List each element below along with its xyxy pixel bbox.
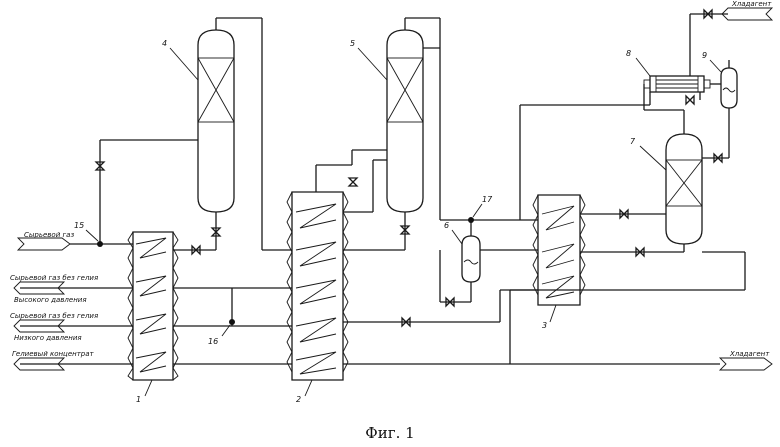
label-helium-concentrate: Гелиевый концентрат [12, 350, 95, 358]
node-15 [97, 241, 103, 247]
distillation-column-4 [198, 30, 234, 212]
label-helium-free-lp-line2: Низкого давления [14, 334, 82, 342]
label-feed-gas: Сырьевой газ [24, 231, 74, 239]
label-helium-free-hp-line2: Высокого давления [14, 296, 87, 304]
callout-16: 16 [208, 337, 218, 346]
stream-feed-gas: Сырьевой газ [18, 231, 74, 250]
stream-helium-free-lp: Сырьевой газ без гелия Низкого давления [10, 312, 98, 342]
callout-5: 5 [350, 39, 355, 48]
callout-1: 1 [136, 395, 141, 404]
stream-helium-free-hp: Сырьевой газ без гелия Высокого давления [10, 274, 98, 304]
callout-9: 9 [702, 51, 707, 60]
callout-8: 8 [626, 49, 631, 58]
heat-exchanger-3 [533, 195, 585, 305]
node-17 [468, 217, 474, 223]
label-helium-free-lp-line1: Сырьевой газ без гелия [10, 312, 98, 320]
callout-2: 2 [296, 395, 301, 404]
callout-7: 7 [630, 137, 636, 146]
callout-3: 3 [542, 321, 547, 330]
heat-exchanger-1 [128, 232, 178, 380]
distillation-column-7 [666, 134, 702, 244]
callout-17: 17 [482, 195, 493, 204]
distillation-column-5 [387, 30, 423, 212]
stream-refrigerant-bottom: Хладагент [720, 350, 772, 370]
label-refrigerant-top: Хладагент [731, 0, 772, 8]
separator-6 [462, 236, 480, 282]
callout-4: 4 [162, 39, 167, 48]
condenser-8 [644, 76, 710, 92]
figure-caption: Фиг. 1 [365, 424, 414, 442]
node-16 [229, 319, 235, 325]
label-refrigerant-bottom: Хладагент [729, 350, 770, 358]
piping [20, 14, 745, 364]
heat-exchanger-2 [287, 192, 348, 380]
callout-6: 6 [444, 221, 449, 230]
stream-refrigerant-top: Хладагент [722, 0, 772, 20]
callout-15: 15 [74, 221, 84, 230]
separator-9 [721, 68, 737, 108]
stream-helium-concentrate: Гелиевый концентрат [12, 350, 95, 370]
label-helium-free-hp-line1: Сырьевой газ без гелия [10, 274, 98, 282]
